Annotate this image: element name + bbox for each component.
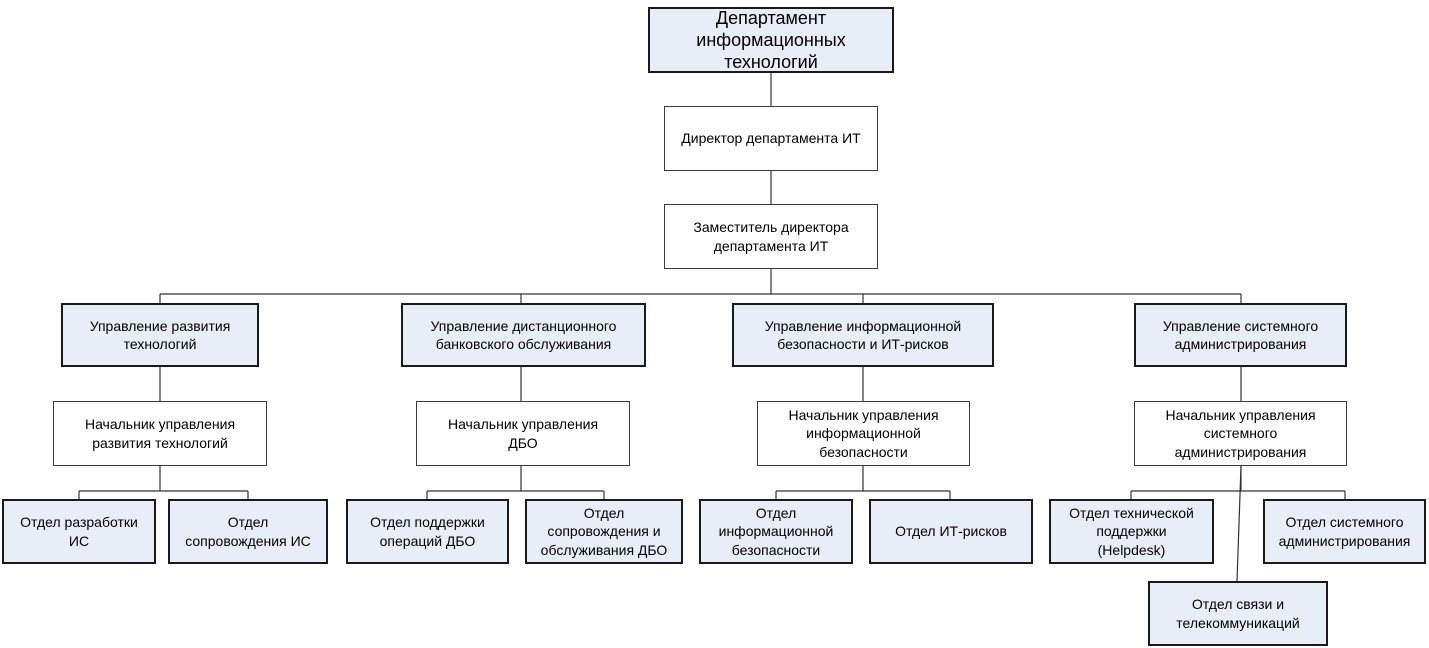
division-remote-banking: Управление дистанционного банковского об… bbox=[401, 303, 646, 367]
division-system-administration: Управление системного администрирования bbox=[1134, 303, 1347, 367]
dept-telecommunications: Отдел связи и телекоммуникаций bbox=[1148, 581, 1328, 646]
head-information-security: Начальник управления информационной безо… bbox=[757, 401, 970, 466]
dept-it-risks: Отдел ИТ-рисков bbox=[869, 499, 1033, 564]
director-box: Директор департамента ИТ bbox=[664, 106, 878, 171]
division-information-security: Управление информационной безопасности и… bbox=[732, 303, 994, 367]
head-system-administration: Начальник управления системного админист… bbox=[1134, 401, 1347, 466]
deputy-director-box: Заместитель директора департамента ИТ bbox=[664, 204, 878, 269]
dept-system-administration: Отдел системного администрирования bbox=[1263, 499, 1426, 564]
dept-helpdesk: Отдел технической поддержки (Helpdesk) bbox=[1049, 499, 1214, 564]
dept-is-development: Отдел разработки ИС bbox=[2, 499, 156, 564]
head-remote-banking: Начальник управления ДБО bbox=[416, 401, 630, 466]
dept-is-support: Отдел сопровождения ИС bbox=[168, 499, 328, 564]
dept-information-security: Отдел информационной безопасности bbox=[699, 499, 853, 564]
head-tech-development: Начальник управления развития технологий bbox=[53, 401, 267, 466]
root-department-box: Департамент информационных технологий bbox=[648, 7, 894, 73]
dept-dbo-operations-support: Отдел поддержки операций ДБО bbox=[346, 499, 509, 564]
dept-dbo-maintenance: Отдел сопровождения и обслуживания ДБО bbox=[525, 499, 683, 564]
division-tech-development: Управление развития технологий bbox=[61, 303, 259, 367]
